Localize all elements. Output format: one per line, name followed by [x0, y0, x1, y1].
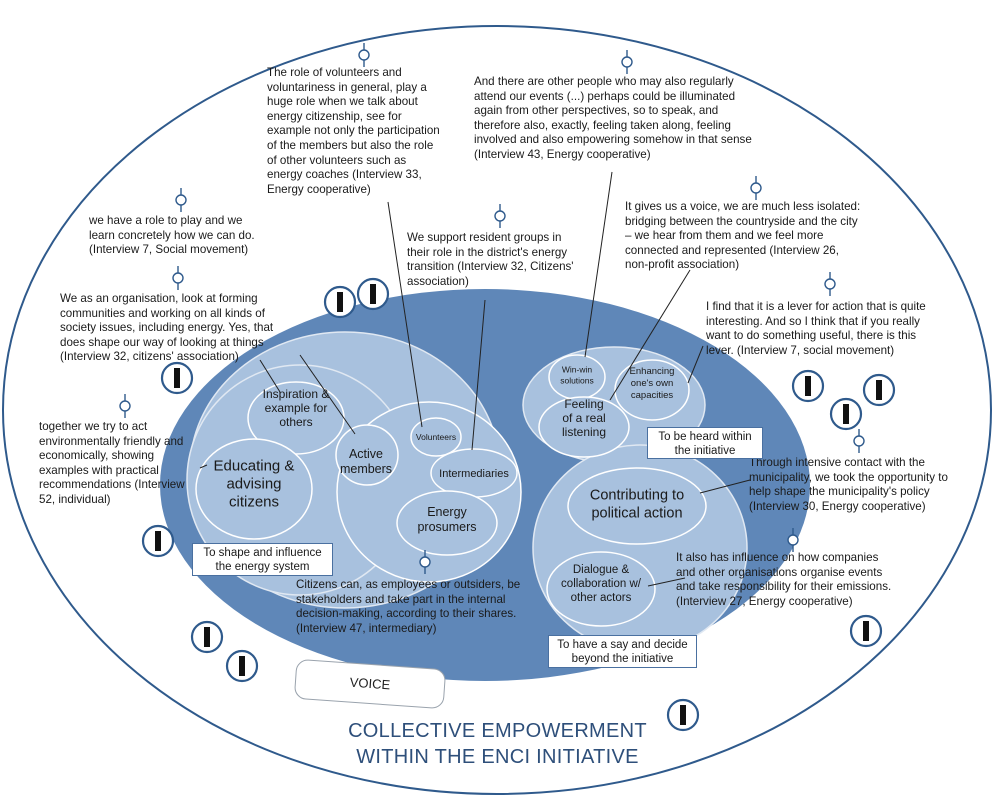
quote-organisation: We as an organisation, look at forming c…	[60, 292, 274, 364]
eye-icon	[356, 277, 390, 311]
eye-icon	[829, 397, 863, 431]
volunteers-label: Volunteers	[416, 432, 456, 442]
quote-voice: It gives us a voice, we are much less is…	[625, 200, 861, 272]
eye-icon	[141, 524, 175, 558]
eye-icon	[849, 614, 883, 648]
feeling-circle	[538, 396, 630, 458]
quote-municipality: Through intensive contact with the munic…	[749, 456, 948, 513]
shape-influence-box: To shape and influence the energy system	[192, 543, 333, 576]
quote-role: we have a role to play and we learn conc…	[89, 214, 255, 257]
eye-icon	[862, 373, 896, 407]
dialogue-circle	[546, 551, 656, 627]
heard-box: To be heard within the initiative	[647, 427, 763, 459]
quote-resident: We support resident groups in their role…	[407, 231, 574, 288]
eye-icon	[791, 369, 825, 403]
quote-events: And there are other people who may also …	[474, 75, 752, 161]
prosumers-circle	[396, 490, 498, 556]
quote-companies: It also has influence on how companies a…	[676, 551, 892, 608]
diagram-title-line1: COLLECTIVE EMPOWERMENT	[348, 720, 647, 742]
quote-lever: I find that it is a lever for action tha…	[706, 300, 926, 357]
volunteers-circle	[410, 417, 462, 457]
eye-icon	[160, 361, 194, 395]
quote-together: together we try to act environmentally f…	[39, 420, 185, 506]
diagram-title-line2: WITHIN THE ENCI INITIATIVE	[356, 746, 639, 768]
eye-icon	[323, 285, 357, 319]
intermediaries-label: Intermediaries	[439, 468, 509, 480]
say-decide-box: To have a say and decide beyond the init…	[548, 635, 697, 668]
active-members-circle	[335, 424, 399, 486]
eye-icon	[190, 620, 224, 654]
quote-employees: Citizens can, as employees or outsiders,…	[296, 578, 521, 635]
enhancing-circle	[614, 359, 690, 421]
connector-lines	[199, 171, 751, 587]
dialogue-label: Dialogue &collaboration w/other actors	[561, 564, 642, 604]
contributing-circle	[567, 467, 707, 545]
quote-volunteers: The role of volunteers and voluntariness…	[267, 66, 440, 196]
educating-circle	[195, 438, 313, 540]
eye-icon	[225, 649, 259, 683]
